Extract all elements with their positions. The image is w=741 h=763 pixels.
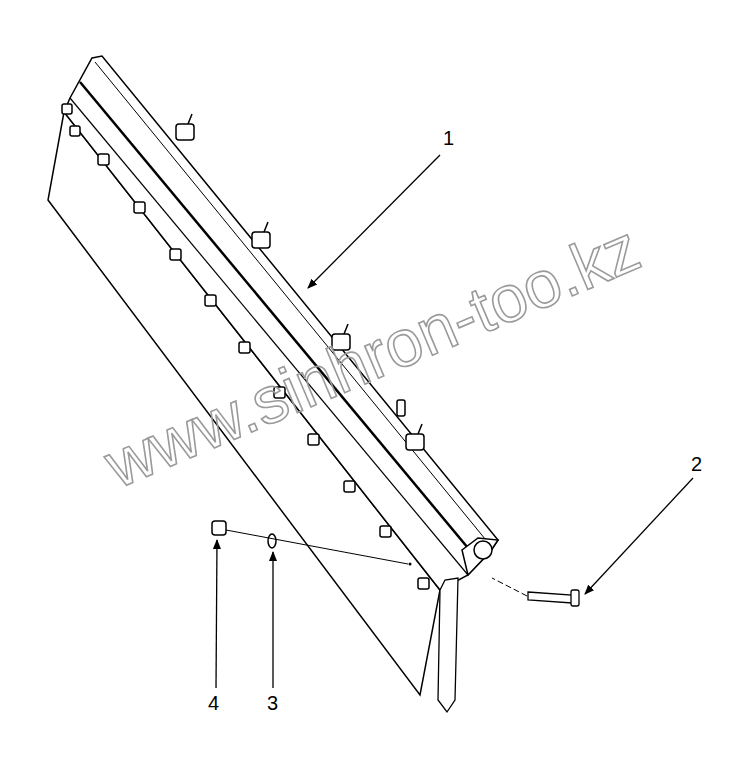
- callout-number: 4: [208, 693, 219, 713]
- callout-number: 2: [691, 454, 702, 474]
- callout-number: 1: [443, 128, 454, 148]
- callout-number: 3: [267, 693, 278, 713]
